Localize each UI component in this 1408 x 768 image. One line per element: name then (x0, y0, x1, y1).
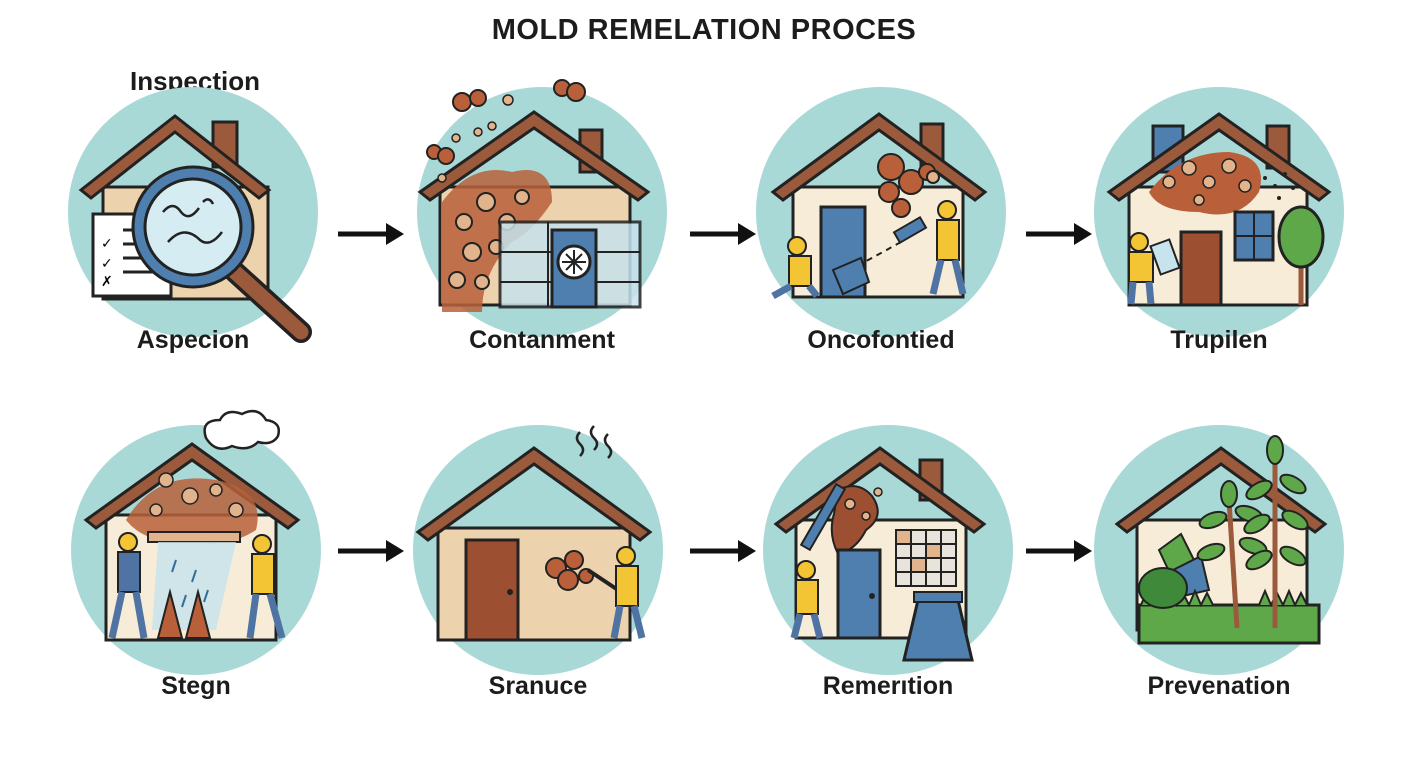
step-4: Trupilen (1089, 82, 1349, 412)
arrow-right-icon (336, 536, 406, 566)
step-7: Remerıtion (758, 420, 1018, 750)
plants-house-icon (1094, 425, 1344, 675)
step-label: Sranuce (488, 672, 588, 700)
arrow-right-icon (688, 536, 758, 566)
step-label: Remerıtion (822, 672, 954, 700)
scrubbing-house-icon (413, 425, 663, 675)
svg-text:✓: ✓ (101, 256, 113, 272)
arrow-right-icon (688, 219, 758, 249)
step-3: Oncofontied (751, 82, 1011, 412)
arrow-right-icon (1024, 219, 1094, 249)
step-label: Contanment (469, 326, 615, 354)
svg-text:✓: ✓ (101, 236, 113, 252)
remediation-house-icon (763, 425, 1013, 675)
arrow-right-icon (336, 219, 406, 249)
step-label: Oncofontied (807, 326, 955, 354)
arrow-right-icon (1024, 536, 1094, 566)
water-cleaning-house-icon (71, 409, 321, 675)
step-2: Contanment (412, 79, 672, 412)
step-label: Stegn (161, 672, 231, 700)
step-5: Stegn (66, 409, 326, 750)
moldy-house-window-icon (1094, 87, 1344, 337)
step-label: Trupilen (1170, 326, 1268, 354)
magnifier-house-icon: ✓ ✓ ✗ (68, 87, 318, 343)
step-8: Prevenation (1089, 420, 1349, 750)
step-6: Sranuce (408, 420, 668, 750)
svg-text:✗: ✗ (101, 274, 113, 290)
step-label: Aspecion (136, 326, 250, 354)
worker-removal-house-icon (756, 87, 1006, 337)
step-label: Prevenation (1147, 672, 1291, 700)
containment-house-icon (417, 79, 667, 337)
diagram-title: MOLD REMELATION PROCES (491, 14, 917, 46)
step-1: ✓ ✓ ✗ Aspecion (63, 82, 323, 412)
